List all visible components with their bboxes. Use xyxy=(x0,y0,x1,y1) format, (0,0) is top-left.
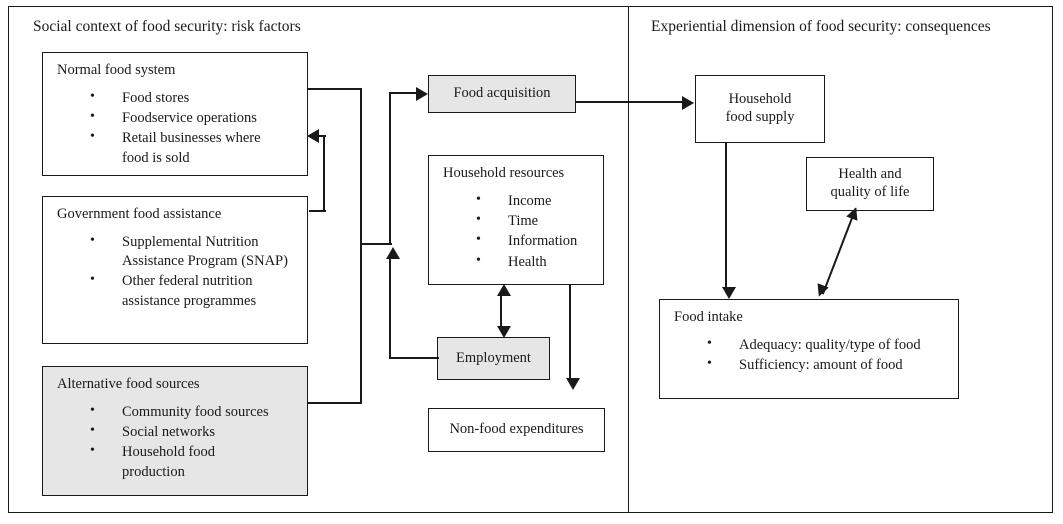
connector-employment-arrowhead xyxy=(386,247,400,259)
household-resources-list: •Income •Time •Information •Health xyxy=(429,192,603,272)
panel-divider xyxy=(628,6,629,513)
node-household-resources[interactable]: Household resources •Income •Time •Infor… xyxy=(428,155,604,285)
list-item: •Income xyxy=(476,191,552,209)
node-alternative-food-sources[interactable]: Alternative food sources •Community food… xyxy=(42,366,308,496)
bullet-icon: • xyxy=(90,232,95,248)
outer-frame xyxy=(8,6,1053,513)
node-non-food-expenditures[interactable]: Non-food expenditures xyxy=(428,408,605,452)
list-item: •Community food sources xyxy=(90,402,269,420)
connector-household-food-supply-to-food-intake-line xyxy=(725,143,728,290)
connector-food-acquisition-to-household-food-supply-arrowhead xyxy=(682,96,694,110)
list-item: •Sufficiency: amount of food xyxy=(707,355,903,373)
bullet-icon: • xyxy=(90,443,95,459)
non-food-expenditures-label: Non-food expenditures xyxy=(449,421,584,438)
bullet-icon: • xyxy=(707,355,712,371)
list-item: •Health xyxy=(476,252,547,270)
bullet-icon: • xyxy=(90,422,95,438)
household-resources-heading: Household resources xyxy=(443,165,565,181)
connector-normal-food-system-to-trunk xyxy=(308,88,362,91)
list-item: •Social networks xyxy=(90,422,216,440)
right-panel-title: Experiential dimension of food security:… xyxy=(651,18,991,35)
food-acquisition-label: Food acquisition xyxy=(453,85,551,102)
connector-household-resources-employment-arrowhead-up xyxy=(497,284,511,296)
bullet-icon: • xyxy=(90,129,95,145)
connector-food-acquisition-entry xyxy=(389,92,419,95)
node-health-quality-of-life[interactable]: Health and quality of life xyxy=(806,157,934,211)
health-quality-of-life-label: Health and quality of life xyxy=(831,166,910,201)
bullet-icon: • xyxy=(90,272,95,288)
node-normal-food-system[interactable]: Normal food system •Food stores •Foodser… xyxy=(42,52,308,176)
alternative-food-sources-list: •Community food sources •Social networks… xyxy=(43,403,307,482)
list-item: •Food stores xyxy=(90,88,190,106)
connector-food-acquisition-arrowhead xyxy=(416,87,428,101)
connector-food-acquisition-to-household-food-supply-line xyxy=(576,101,684,104)
alternative-food-sources-heading: Alternative food sources xyxy=(57,376,200,392)
employment-label: Employment xyxy=(456,349,531,366)
connector-alternative-food-sources-to-trunk xyxy=(308,402,362,405)
connector-feedback-vertical xyxy=(323,135,326,212)
list-item: •Time xyxy=(476,211,539,229)
list-item: •Adequacy: quality/type of food xyxy=(707,335,921,353)
household-food-supply-line2: food supply xyxy=(725,109,795,125)
bullet-icon: • xyxy=(476,191,481,207)
food-intake-list: •Adequacy: quality/type of food •Suffici… xyxy=(660,336,958,376)
household-food-supply-line1: Household xyxy=(728,91,792,108)
normal-food-system-heading: Normal food system xyxy=(57,62,176,78)
bullet-icon: • xyxy=(707,335,712,351)
bullet-icon: • xyxy=(90,108,95,124)
connector-food-acquisition-riser xyxy=(389,92,392,245)
bullet-icon: • xyxy=(476,232,481,248)
node-employment[interactable]: Employment xyxy=(437,337,550,380)
list-item: •Supplemental Nutrition Assistance Progr… xyxy=(90,232,288,269)
government-food-assistance-list: •Supplemental Nutrition Assistance Progr… xyxy=(43,233,307,311)
bullet-icon: • xyxy=(90,402,95,418)
node-government-food-assistance[interactable]: Government food assistance •Supplemental… xyxy=(42,196,308,344)
bullet-icon: • xyxy=(476,252,481,268)
connector-employment-riser xyxy=(389,258,392,359)
bullet-icon: • xyxy=(90,88,95,104)
node-household-food-supply[interactable]: Household food supply xyxy=(695,75,825,143)
connector-non-food-expenditures-arrowhead xyxy=(566,378,580,390)
connector-household-resources-employment-arrowhead-down xyxy=(497,326,511,338)
left-panel-title: Social context of food security: risk fa… xyxy=(33,18,301,35)
connector-feedback-top xyxy=(318,135,326,138)
list-item: •Other federal nutrition assistance prog… xyxy=(90,272,257,309)
health-quality-of-life-line2: quality of life xyxy=(830,184,910,200)
list-item: •Foodservice operations xyxy=(90,108,257,126)
bullet-icon: • xyxy=(476,211,481,227)
normal-food-system-list: •Food stores •Foodservice operations •Re… xyxy=(43,89,307,168)
connector-feedback-arrowhead xyxy=(307,129,319,143)
connector-household-resources-employment-line xyxy=(500,292,503,330)
connector-feedback-bottom xyxy=(309,210,326,213)
government-food-assistance-heading: Government food assistance xyxy=(57,206,222,222)
connector-trunk-junction-branch xyxy=(360,243,392,246)
health-quality-of-life-line1: Health and xyxy=(838,166,902,183)
list-item: •Retail businesses where food is sold xyxy=(90,129,261,166)
connector-employment-to-riser xyxy=(389,357,439,360)
node-food-acquisition[interactable]: Food acquisition xyxy=(428,75,576,113)
connector-non-food-expenditures-line xyxy=(569,285,572,380)
list-item: •Household food production xyxy=(90,443,216,480)
food-intake-heading: Food intake xyxy=(674,309,743,325)
connector-trunk-vertical xyxy=(360,90,363,404)
household-food-supply-label: Household food supply xyxy=(726,91,795,126)
connector-household-food-supply-to-food-intake-arrowhead xyxy=(722,287,736,299)
list-item: •Information xyxy=(476,232,578,250)
node-food-intake[interactable]: Food intake •Adequacy: quality/type of f… xyxy=(659,299,959,399)
